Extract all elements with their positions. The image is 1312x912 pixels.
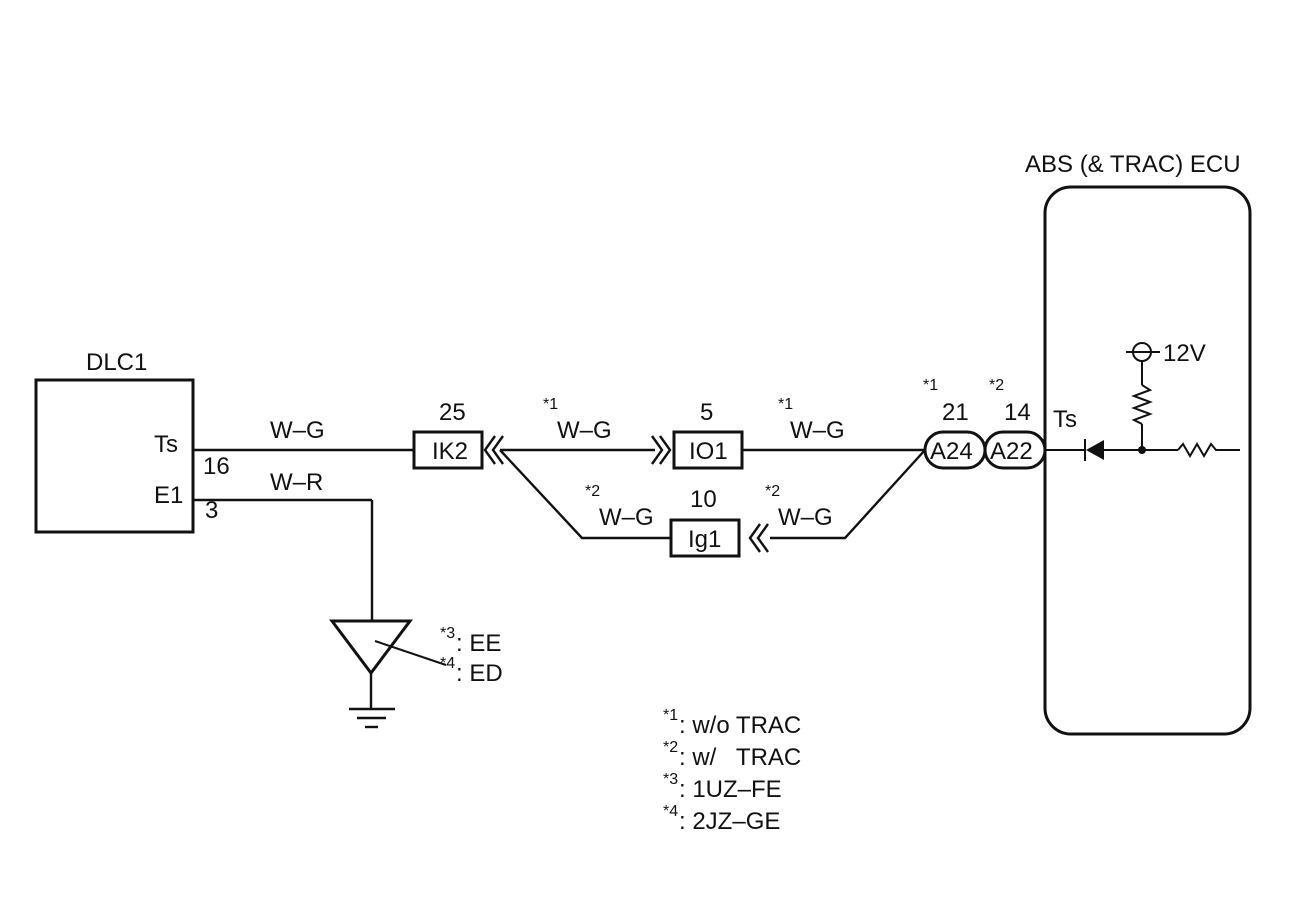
connector-a24-mark: *1 xyxy=(923,377,938,394)
connector-io1: 5 IO1 xyxy=(651,399,744,470)
connector-ik2-box xyxy=(412,430,484,470)
legend-text: : 2JZ–GE xyxy=(679,808,780,835)
dlc-body xyxy=(34,378,195,534)
connector-chevron-icon xyxy=(748,523,761,553)
connector-ig1-pin: 10 xyxy=(690,486,717,513)
ground-point: *3 : EE *4 : ED xyxy=(329,619,503,729)
ecu-pin-ts: Ts xyxy=(1053,406,1077,433)
ground-note-text: : EE xyxy=(456,630,501,657)
connector-a22: *2 14 A22 xyxy=(983,377,1047,470)
connector-chevron-icon xyxy=(659,435,672,465)
ecu-voltage: 12V xyxy=(1163,340,1206,367)
legend-text: : w/ TRAC xyxy=(679,744,801,771)
wires xyxy=(193,448,926,621)
ground-icon xyxy=(349,707,395,729)
ecu-title: ABS (& TRAC) ECU xyxy=(1025,151,1241,178)
connector-ig1-label: Ig1 xyxy=(688,526,721,553)
connector-a22-mark: *2 xyxy=(989,377,1004,394)
connector-chevron-icon xyxy=(651,435,664,465)
connector-a22-pin: 14 xyxy=(1004,399,1031,426)
wire-lower-right-color: W–G xyxy=(778,504,833,531)
connector-a24-pin: 21 xyxy=(942,399,969,426)
connector-ik2-pin: 25 xyxy=(439,399,466,426)
connector-ig1-box xyxy=(669,518,741,558)
dlc-pin-ts-name: Ts xyxy=(154,431,178,458)
connector-io1-box xyxy=(672,430,744,470)
legend-mark: *3 xyxy=(663,771,678,788)
connector-a22-label: A22 xyxy=(990,438,1033,465)
connector-io1-label: IO1 xyxy=(689,438,728,465)
ground-note-mark: *3 xyxy=(440,625,455,642)
ground-triangle-icon xyxy=(329,619,413,676)
ground-note-text: : ED xyxy=(456,660,503,687)
connector-chevron-icon xyxy=(756,523,769,553)
dlc-title: DLC1 xyxy=(86,349,147,376)
wire-lower-left-color: W–G xyxy=(599,504,654,531)
legend: *1 : w/o TRAC *2 : w/ TRAC *3 : 1UZ–FE *… xyxy=(663,707,801,835)
dlc-pin-ts-number: 16 xyxy=(203,453,230,480)
diode-icon xyxy=(1084,439,1104,461)
connector-chevron-icon xyxy=(483,435,496,465)
wire-upper-right-mark: *1 xyxy=(778,396,793,413)
ground-note-mark: *4 xyxy=(440,655,455,672)
dlc1-connector: DLC1 Ts E1 16 3 xyxy=(34,349,230,534)
connector-ig1: 10 Ig1 xyxy=(669,486,769,558)
wire-upper-left-color: W–G xyxy=(557,417,612,444)
wire-upper-left-mark: *1 xyxy=(543,396,558,413)
ecu-body xyxy=(1043,185,1252,736)
dlc-pin-e1-number: 3 xyxy=(205,497,218,524)
connector-chevron-icon xyxy=(491,435,504,465)
dlc-pin-e1-name: E1 xyxy=(154,482,183,509)
connector-a24-label: A24 xyxy=(930,438,973,465)
connector-ik2-label: IK2 xyxy=(432,438,468,465)
wire-lower-left-mark: *2 xyxy=(585,483,600,500)
wire-ts-color: W–G xyxy=(270,417,325,444)
wire-upper-right-color: W–G xyxy=(790,417,845,444)
connector-a22-box xyxy=(983,430,1047,470)
abs-ecu: ABS (& TRAC) ECU 12V Ts xyxy=(1025,151,1252,736)
connector-ik2: 25 IK2 xyxy=(412,399,504,470)
series-resistor-icon xyxy=(1177,442,1240,458)
connector-a24: *1 21 A24 xyxy=(923,377,987,470)
legend-text: : w/o TRAC xyxy=(679,712,801,739)
legend-mark: *4 xyxy=(663,803,678,820)
connector-io1-pin: 5 xyxy=(700,399,713,426)
pullup-resistor-icon xyxy=(1131,384,1153,425)
wire-lower-right-mark: *2 xyxy=(765,483,780,500)
wire-e1-color: W–R xyxy=(270,469,323,496)
legend-mark: *1 xyxy=(663,707,678,724)
legend-mark: *2 xyxy=(663,739,678,756)
legend-text: : 1UZ–FE xyxy=(679,776,782,803)
